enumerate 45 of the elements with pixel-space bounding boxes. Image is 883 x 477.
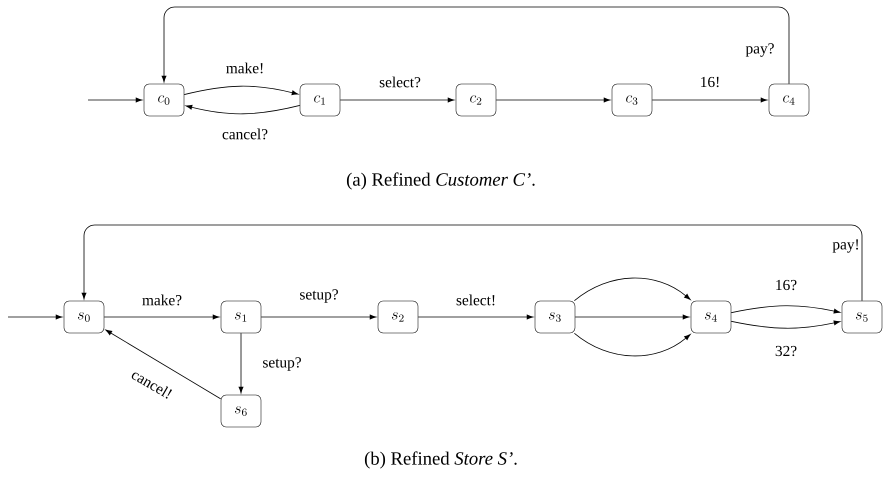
arrow [730, 305, 840, 314]
edge-label: pay? [746, 43, 774, 57]
state-box: $s_4$ [690, 300, 732, 334]
caption: (a) Refined Customer C’. [346, 172, 535, 190]
state-box: $c_3$ [612, 84, 652, 116]
arrow [186, 104, 300, 114]
state-box: $c_1$ [300, 84, 340, 116]
state-box: $c_0$ [144, 84, 184, 116]
arrow [652, 98, 768, 102]
arrow [82, 224, 862, 302]
edge-label: setup? [263, 357, 301, 371]
edge-label: select! [456, 294, 494, 306]
edge-label: 16? [776, 280, 796, 290]
arrow [574, 278, 691, 302]
arrow [260, 314, 376, 320]
arrow [104, 314, 220, 320]
edge-label: pay! [832, 239, 858, 253]
arrow [496, 98, 610, 102]
arrow [574, 332, 691, 356]
arrow [238, 332, 244, 394]
edge-label: select? [380, 76, 420, 88]
arrow [105, 330, 222, 400]
edge-label: setup? [300, 289, 338, 303]
state-box: $s_2$ [378, 300, 418, 334]
state-box: $s_6$ [220, 394, 262, 428]
state-box: $s_5$ [842, 300, 882, 334]
arrow [730, 320, 840, 329]
edge-label: 32? [776, 346, 796, 356]
arrow [162, 6, 790, 84]
state-box: $s_1$ [220, 300, 262, 334]
caption: (b) Refined Store S’. [364, 451, 517, 469]
state-box: $c_2$ [456, 84, 496, 116]
arrow [418, 314, 534, 320]
edge-label: cancel? [222, 128, 268, 140]
arrow [574, 314, 690, 320]
state-box: $s_0$ [64, 300, 104, 334]
arrow [340, 98, 454, 102]
arrow [8, 314, 62, 320]
edge-label: 16! [701, 76, 719, 88]
state-box: $c_4$ [768, 84, 810, 116]
arrow [184, 86, 298, 96]
edge-label: make? [142, 294, 182, 306]
arrow [88, 98, 142, 102]
state-box: $s_3$ [534, 300, 576, 334]
edge-label: make! [226, 62, 262, 74]
